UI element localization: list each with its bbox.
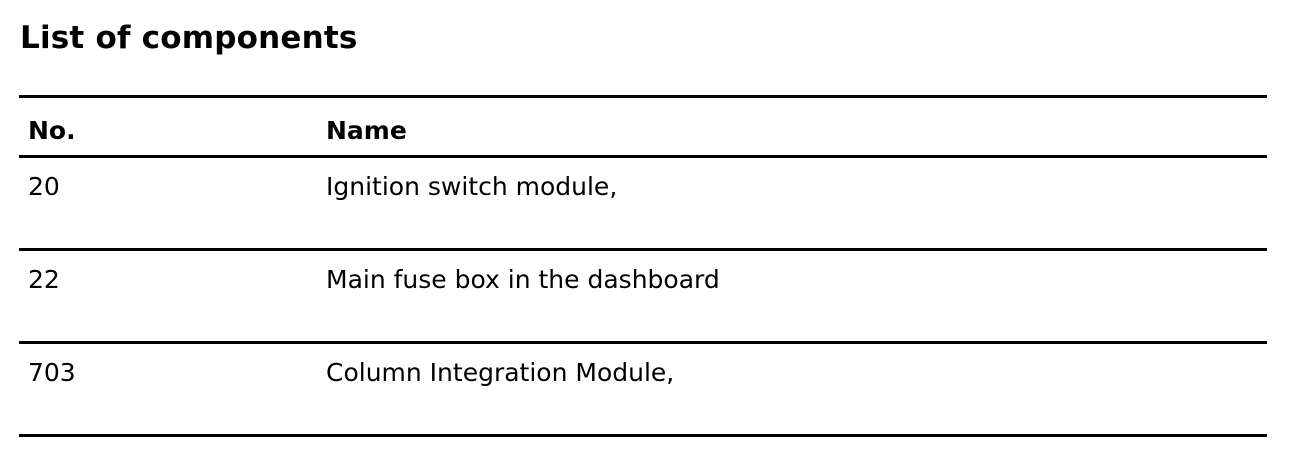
- table-row: 703 Column Integration Module,: [19, 344, 1267, 437]
- cell-name: Main fuse box in the dashboard: [326, 265, 720, 294]
- table-row: 22 Main fuse box in the dashboard: [19, 251, 1267, 344]
- cell-name: Column Integration Module,: [326, 358, 675, 387]
- column-header-name: Name: [326, 116, 407, 145]
- cell-no: 22: [28, 265, 60, 294]
- cell-no: 703: [28, 358, 76, 387]
- page-title: List of components: [20, 20, 358, 56]
- components-table: No. Name 20 Ignition switch module, 22 M…: [19, 95, 1267, 437]
- column-header-no: No.: [28, 116, 76, 145]
- table-header-row: No. Name: [19, 98, 1267, 158]
- table-row: 20 Ignition switch module,: [19, 158, 1267, 251]
- cell-no: 20: [28, 172, 60, 201]
- cell-name: Ignition switch module,: [326, 172, 618, 201]
